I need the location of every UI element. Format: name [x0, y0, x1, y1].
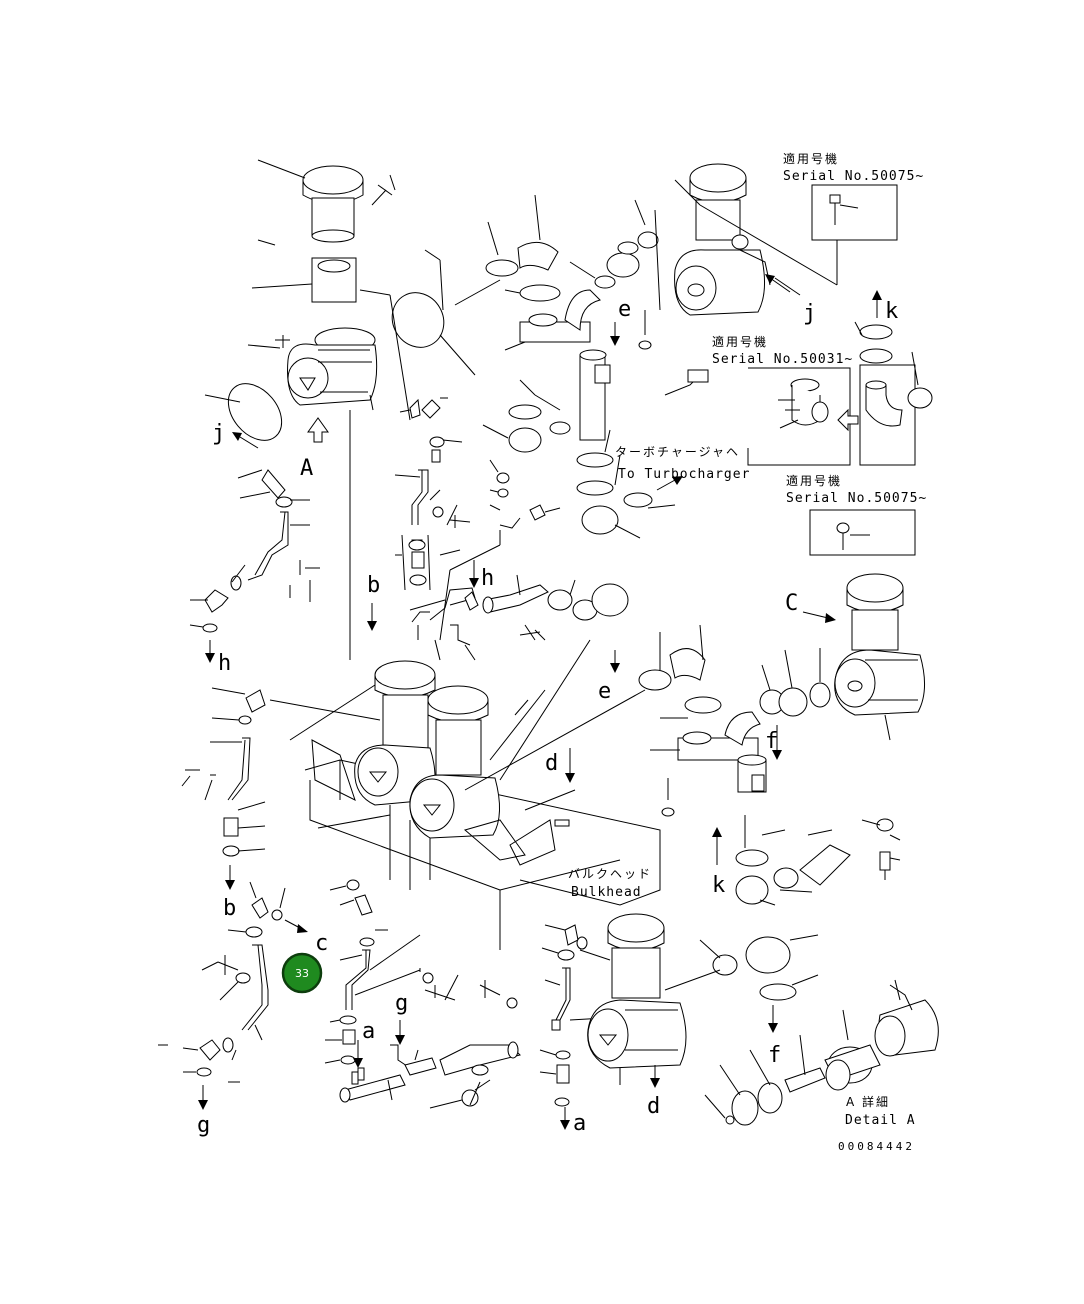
serial-right: Serial No.50075~ [786, 491, 927, 506]
serial-box-k-detail [837, 321, 933, 466]
air-cleaner-bottom [587, 913, 687, 1085]
letter-h-centre: h [481, 566, 494, 591]
serial-mid-jp: 適用号機 [712, 334, 768, 349]
turbo-en: To Turbocharger [618, 467, 750, 482]
hoses-centre-column [401, 398, 629, 646]
flow-arrows [198, 274, 882, 1130]
letter-k-top: k [885, 299, 898, 324]
letter-C-right: C [785, 591, 798, 616]
letter-b-centre: b [367, 573, 380, 598]
air-cleaner-right [834, 573, 925, 741]
letter-j-right: j [803, 301, 816, 326]
text-labels: 適用号機 Serial No.50075~ 適用号機 Serial No.500… [197, 151, 927, 1153]
hoses-bottom [339, 879, 588, 1107]
leader-lines-detail-a [664, 934, 901, 1119]
leader-lines-top-left [204, 159, 501, 660]
leader-lines-centre-column [394, 397, 576, 661]
air-cleaner-top-left [227, 165, 445, 443]
leader-lines-centre [269, 639, 646, 829]
letter-a-centre: a [362, 1019, 375, 1044]
letter-c-left: c [315, 931, 328, 956]
serial-right-jp: 適用号機 [786, 473, 842, 488]
serial-box-middle [747, 367, 851, 466]
callout-33[interactable]: 33 [281, 952, 323, 994]
intake-pipes-top-centre [485, 231, 709, 535]
letter-g-centre: g [395, 991, 408, 1016]
letter-b-left: b [223, 896, 236, 921]
leader-lines-right [650, 624, 901, 906]
letter-a-bottom: a [573, 1111, 586, 1136]
letter-g-left: g [197, 1113, 210, 1138]
letter-A: A [300, 456, 313, 481]
letter-d-centre: d [545, 751, 558, 776]
letter-k-bottom: k [712, 873, 725, 898]
air-cleaner-top-right [674, 163, 771, 316]
leader-lines-top-right [674, 179, 838, 296]
serial-box-right [809, 509, 916, 556]
intake-pipes-right [638, 648, 894, 905]
letter-e-top: e [618, 297, 631, 322]
letter-h-left: h [218, 651, 231, 676]
letter-f-right: f [765, 729, 778, 754]
letter-d-bottom: d [647, 1094, 660, 1119]
serial-top-jp: 適用号機 [783, 151, 839, 166]
dual-air-cleaners-centre [304, 660, 661, 950]
leader-lines-bottom [324, 885, 611, 1109]
detail-jp: A 詳細 [846, 1094, 890, 1109]
leader-lines-top-centre [482, 194, 676, 539]
callout-33-number[interactable]: 33 [295, 967, 309, 980]
letter-e-mid: e [598, 679, 611, 704]
serial-mid: Serial No.50031~ [712, 352, 853, 367]
hoses-left-column [185, 469, 320, 1077]
bulkhead-jp: バルクヘッド [568, 867, 652, 881]
letter-j-left: j [212, 421, 225, 446]
letter-f-bottom: f [768, 1043, 781, 1068]
drawing-code: 00084442 [838, 1140, 915, 1153]
turbo-jp: ターボチャージャヘ [615, 445, 740, 459]
callout-33-circle[interactable] [281, 952, 323, 994]
serial-top: Serial No.50075~ [783, 169, 924, 184]
serial-box-top [811, 184, 898, 241]
detail-en: Detail A [845, 1113, 916, 1128]
detail-a-assembly [712, 936, 939, 1126]
leader-lines-left [158, 469, 311, 1083]
bulkhead-en: Bulkhead [571, 885, 642, 900]
